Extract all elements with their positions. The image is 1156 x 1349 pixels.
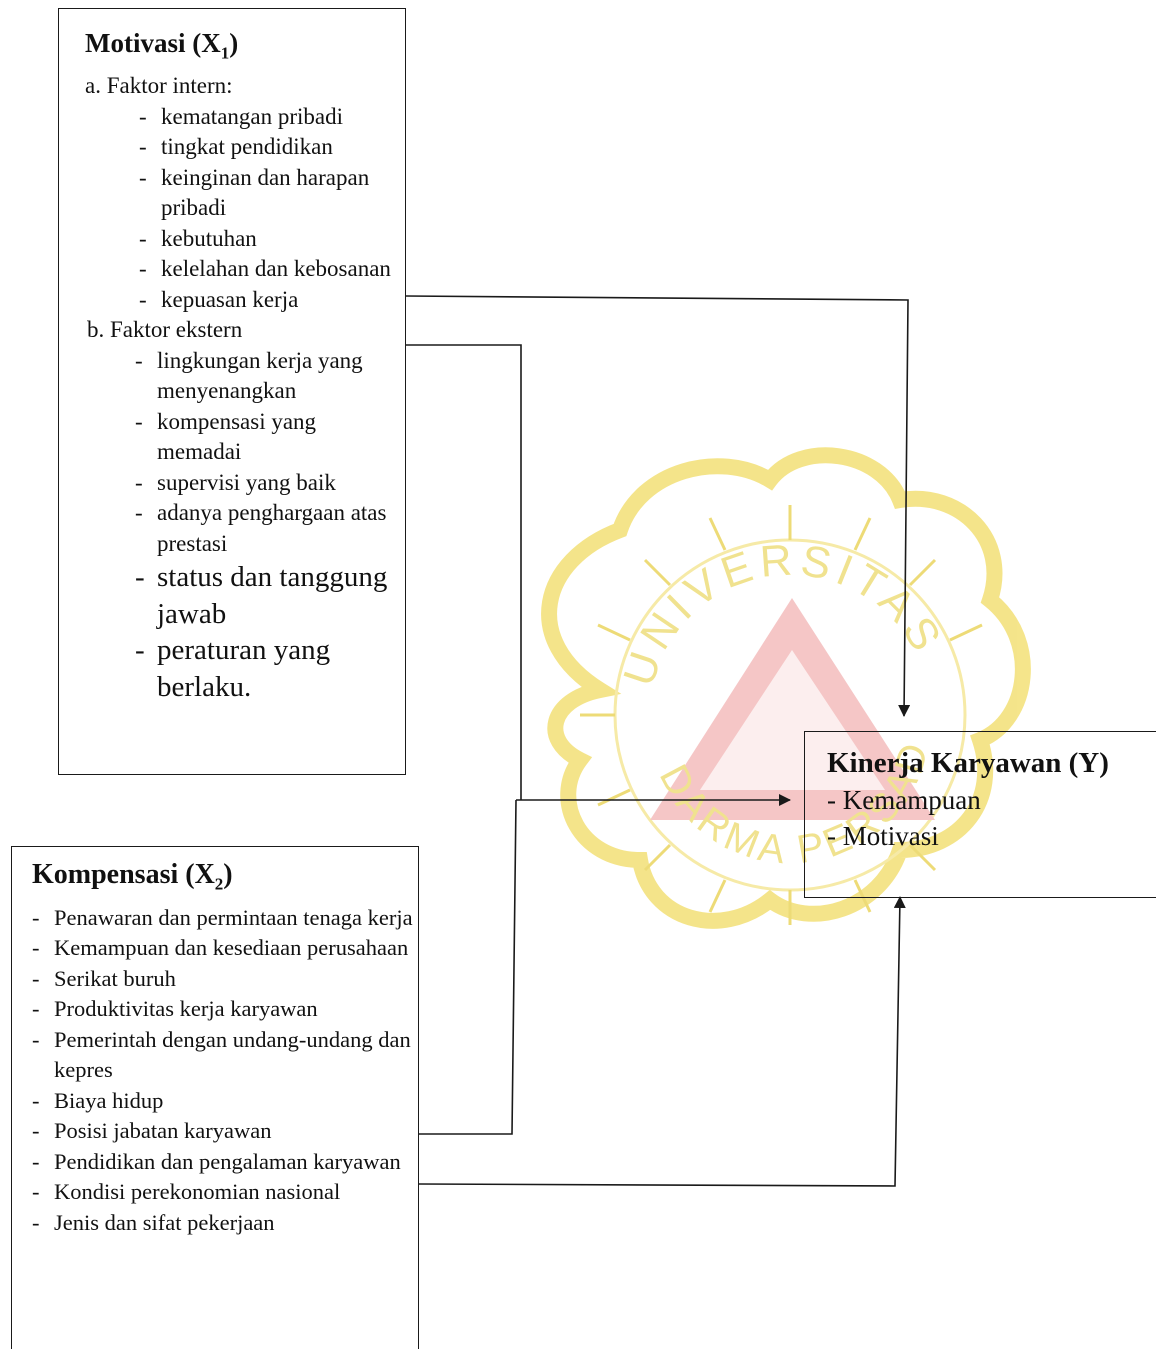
kompensasi-item: Pemerintah dengan undang-undang dan kepr… bbox=[32, 1025, 418, 1086]
faktor-ekstern-item: supervisi yang baik bbox=[135, 468, 405, 499]
faktor-ekstern-item: peraturan yang berlaku. bbox=[135, 632, 405, 705]
kompensasi-list: Penawaran dan permintaan tenaga kerjaKem… bbox=[32, 903, 418, 1239]
faktor-ekstern-item: lingkungan kerja yang menyenangkan bbox=[135, 346, 405, 407]
faktor-intern-label: a. Faktor intern: bbox=[85, 73, 233, 99]
motivasi-title-close: ) bbox=[229, 28, 239, 58]
faktor-ekstern-item: status dan tanggung jawab bbox=[135, 559, 405, 632]
line-x1-x2-link-bottom bbox=[419, 799, 517, 1135]
arrow-x1-to-y bbox=[405, 295, 911, 717]
kinerja-item-kemampuan: - Kemampuan bbox=[827, 785, 981, 815]
kompensasi-item: Kondisi perekonomian nasional bbox=[32, 1177, 418, 1208]
kompensasi-title-close: ) bbox=[223, 859, 233, 890]
faktor-intern-item: kelelahan dan kebosanan bbox=[139, 254, 405, 285]
motivasi-title-sub: 1 bbox=[220, 43, 230, 63]
kompensasi-item: Posisi jabatan karyawan bbox=[32, 1116, 418, 1147]
kinerja-title: Kinerja Karyawan (Y) bbox=[827, 747, 1109, 779]
faktor-intern-item: keinginan dan harapan pribadi bbox=[139, 163, 405, 224]
faktor-intern-item: kebutuhan bbox=[139, 224, 405, 255]
faktor-intern-item: tingkat pendidikan bbox=[139, 132, 405, 163]
faktor-ekstern-list: lingkungan kerja yang menyenangkankompen… bbox=[85, 346, 405, 560]
faktor-ekstern-item: kompensasi yang memadai bbox=[135, 407, 405, 468]
kompensasi-item: Serikat buruh bbox=[32, 964, 418, 995]
kompensasi-item: Pendidikan dan pengalaman karyawan bbox=[32, 1147, 418, 1178]
motivasi-title-text: Motivasi (X bbox=[85, 28, 221, 58]
kompensasi-title: Kompensasi (X2) bbox=[32, 859, 418, 901]
faktor-ekstern-list-large: status dan tanggung jawabperaturan yang … bbox=[85, 559, 405, 705]
kompensasi-item: Kemampuan dan kesediaan perusahaan bbox=[32, 933, 418, 964]
faktor-ekstern-label: b. Faktor ekstern bbox=[87, 317, 243, 343]
kompensasi-item: Jenis dan sifat pekerjaan bbox=[32, 1208, 418, 1239]
kompensasi-title-text: Kompensasi (X bbox=[32, 859, 215, 890]
kompensasi-item: Penawaran dan permintaan tenaga kerja bbox=[32, 903, 418, 934]
svg-text:UNIVERSITAS: UNIVERSITAS bbox=[614, 535, 953, 692]
arrow-x2-to-y bbox=[418, 896, 906, 1187]
kompensasi-item: Produktivitas kerja karyawan bbox=[32, 994, 418, 1025]
motivasi-box: Motivasi (X1) a. Faktor intern: kematang… bbox=[58, 8, 406, 775]
faktor-intern-list: kematangan pribaditingkat pendidikankein… bbox=[85, 102, 405, 316]
kompensasi-item: Biaya hidup bbox=[32, 1086, 418, 1117]
kinerja-box: Kinerja Karyawan (Y) - Kemampuan - Motiv… bbox=[804, 731, 1156, 898]
kompensasi-box: Kompensasi (X2) Penawaran dan permintaan… bbox=[11, 846, 419, 1349]
faktor-ekstern-item: adanya penghargaan atas prestasi bbox=[135, 498, 405, 559]
line-x1-x2-link-top bbox=[406, 344, 522, 800]
faktor-intern-item: kepuasan kerja bbox=[139, 285, 405, 316]
kompensasi-title-sub: 2 bbox=[214, 874, 224, 894]
kinerja-item-motivasi: - Motivasi bbox=[827, 821, 939, 851]
faktor-intern-item: kematangan pribadi bbox=[139, 102, 405, 133]
watermark-text-top: UNIVERSITAS bbox=[614, 535, 947, 692]
motivasi-title: Motivasi (X1) bbox=[85, 27, 405, 69]
